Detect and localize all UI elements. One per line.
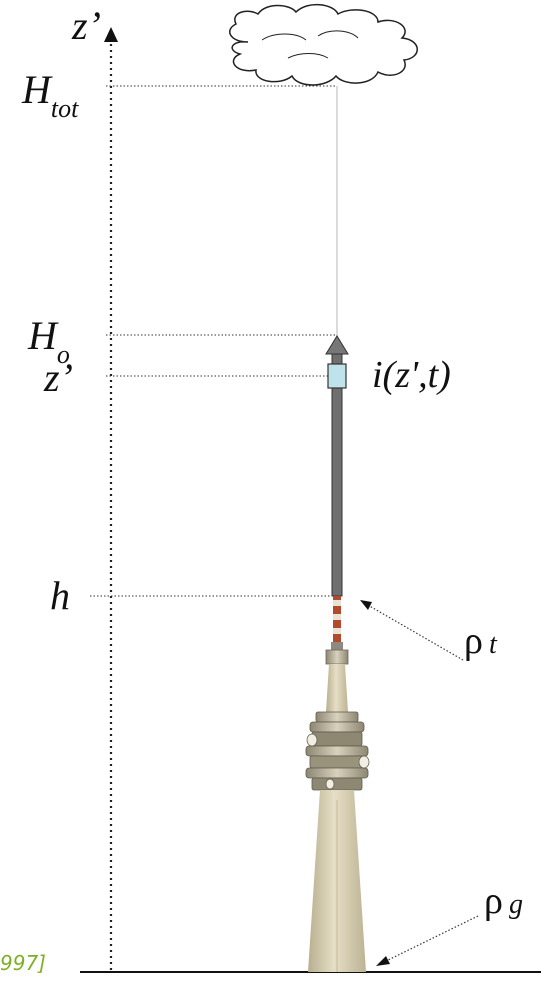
return-stroke-channel — [331, 351, 343, 597]
tower-pointer-arrowhead-icon — [360, 600, 372, 610]
level-label-ho-sub: o — [56, 340, 70, 369]
cloud-icon — [229, 3, 418, 86]
tower-resistivity-sub: t — [488, 629, 497, 660]
level-label-zp: z’ — [44, 355, 73, 400]
ground-resistivity-symbol: ρ — [484, 880, 503, 922]
z-axis-arrowhead-icon — [104, 27, 118, 42]
level-label-htot: Htot — [22, 67, 78, 122]
current-element — [327, 363, 347, 389]
channel-arrow-icon — [325, 335, 349, 355]
ground-pointer — [383, 915, 479, 963]
citation-fragment: 997] — [0, 951, 46, 975]
tower-icon — [305, 596, 370, 972]
tower-resistivity-symbol: ρ — [464, 620, 483, 662]
level-label-h: h — [50, 573, 70, 618]
current-element-label: i(z',t) — [372, 354, 451, 396]
level-label-ho: Ho — [28, 313, 70, 368]
level-label-ho-main: H — [28, 313, 57, 358]
level-label-htot-sub: tot — [50, 94, 79, 123]
ground-resistivity-sub: g — [508, 889, 523, 920]
level-label-htot-main: H — [22, 67, 51, 112]
axis-label: z’ — [72, 3, 101, 48]
ground-pointer-arrowhead-icon — [376, 956, 390, 966]
tower-pointer — [365, 603, 464, 661]
